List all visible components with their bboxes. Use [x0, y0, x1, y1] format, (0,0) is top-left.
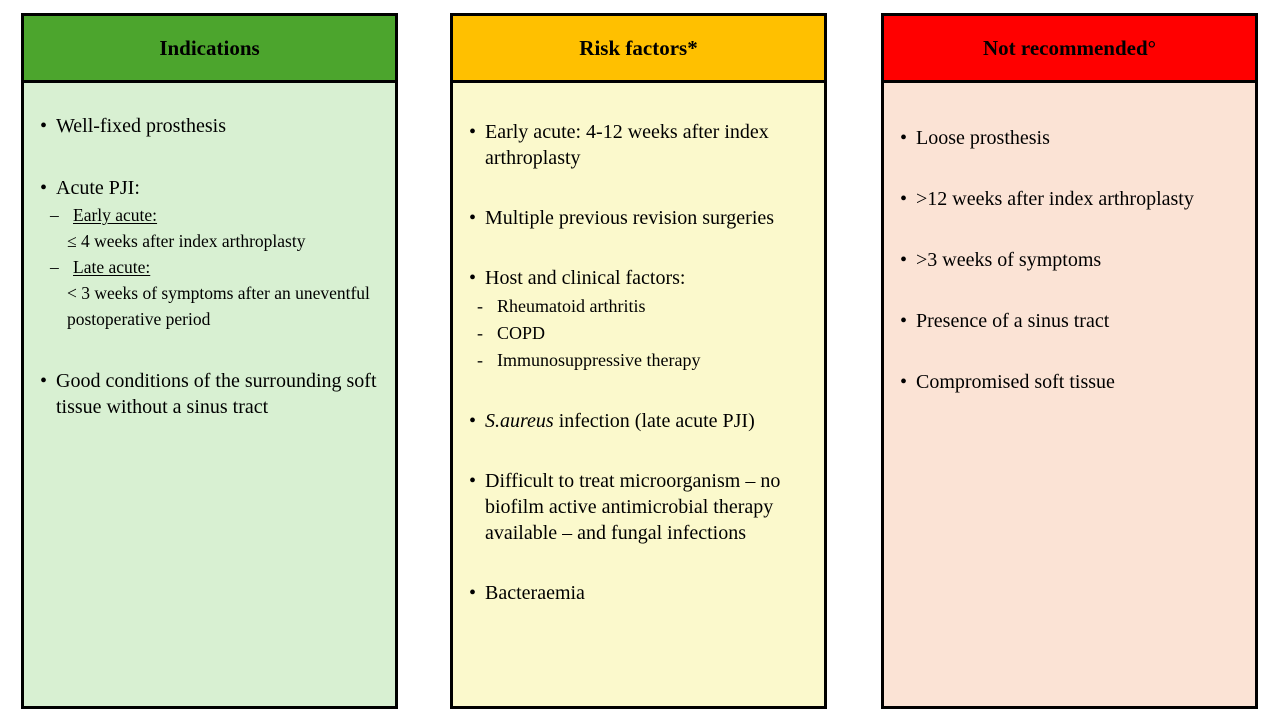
list-item: • >3 weeks of symptoms: [900, 247, 1241, 273]
bullet-icon: •: [900, 310, 908, 332]
not-recommended-card: Not recommended° • Loose prosthesis • >1…: [881, 13, 1258, 709]
bullet-icon: •: [40, 115, 48, 137]
risk-factors-card: Risk factors* • Early acute: 4-12 weeks …: [450, 13, 827, 709]
sub-item: - Rheumatoid arthritis: [474, 293, 810, 320]
list-item: • Difficult to treat microorganism – no …: [469, 468, 810, 546]
sub-item-label: Early acute:: [73, 205, 158, 225]
indications-title: Indications: [159, 35, 260, 60]
list-item: • Compromised soft tissue: [900, 369, 1241, 395]
sub-item: – Early acute:: [50, 202, 381, 228]
acute-pji-sublist: – Early acute: ≤ 4 weeks after index art…: [50, 202, 381, 332]
bullet-icon: •: [469, 121, 477, 143]
risk-factors-title: Risk factors*: [579, 35, 698, 60]
bullet-icon: •: [900, 127, 908, 149]
list-item: • Good conditions of the surrounding sof…: [40, 368, 381, 420]
list-item-text: Multiple previous revision surgeries: [485, 207, 775, 229]
indications-body: • Well-fixed prosthesis • Acute PJI: – E…: [24, 83, 395, 706]
bullet-icon: •: [40, 177, 48, 199]
indications-card: Indications • Well-fixed prosthesis • Ac…: [21, 13, 398, 709]
not-recommended-title: Not recommended°: [982, 35, 1157, 60]
organism-name-italic: S.aureus: [485, 410, 554, 432]
sub-item: – Late acute:: [50, 254, 381, 280]
not-recommended-header: Not recommended°: [884, 16, 1255, 83]
hyphen-icon: -: [477, 323, 483, 343]
list-item: • Multiple previous revision surgeries: [469, 205, 810, 231]
list-item: • Well-fixed prosthesis: [40, 113, 381, 139]
hyphen-icon: -: [477, 296, 483, 316]
sub-item-text: Immunosuppressive therapy: [497, 350, 701, 370]
risk-factors-header: Risk factors*: [453, 16, 824, 83]
hyphen-icon: -: [477, 350, 483, 370]
list-item-text: Loose prosthesis: [916, 127, 1050, 149]
list-item-text: Presence of a sinus tract: [916, 310, 1110, 332]
list-item-text: Good conditions of the surrounding soft …: [56, 370, 377, 418]
list-item-text: Difficult to treat microorganism – no bi…: [485, 470, 781, 544]
dash-icon: –: [50, 205, 59, 225]
list-item: • >12 weeks after index arthroplasty: [900, 186, 1241, 212]
sub-item-text: COPD: [497, 323, 546, 343]
list-item: • Bacteraemia: [469, 580, 810, 606]
list-item-text: Compromised soft tissue: [916, 371, 1115, 393]
bullet-icon: •: [469, 267, 477, 289]
sub-item: - COPD: [474, 320, 810, 347]
bullet-icon: •: [469, 207, 477, 229]
list-item: • Presence of a sinus tract: [900, 308, 1241, 334]
dash-icon: –: [50, 257, 59, 277]
list-item: • Host and clinical factors: - Rheumatoi…: [469, 265, 810, 374]
bullet-icon: •: [469, 410, 477, 432]
list-item-text: Early acute: 4-12 weeks after index arth…: [485, 121, 769, 169]
sub-item-detail: ≤ 4 weeks after index arthroplasty: [67, 231, 306, 251]
bullet-icon: •: [40, 370, 48, 392]
sub-item-detail: < 3 weeks of symptoms after an uneventfu…: [67, 283, 370, 329]
list-item-text: Bacteraemia: [485, 582, 585, 604]
bullet-icon: •: [469, 470, 477, 492]
sub-item-text: Rheumatoid arthritis: [497, 296, 646, 316]
sub-item: - Immunosuppressive therapy: [474, 347, 810, 374]
list-item: • S.aureus infection (late acute PJI): [469, 408, 810, 434]
list-item: • Loose prosthesis: [900, 125, 1241, 151]
list-item-text-rest: infection (late acute PJI): [553, 410, 755, 432]
bullet-icon: •: [469, 582, 477, 604]
indications-header: Indications: [24, 16, 395, 83]
sub-item-label: Late acute:: [73, 257, 151, 277]
bullet-icon: •: [900, 371, 908, 393]
list-item: • Early acute: 4-12 weeks after index ar…: [469, 119, 810, 171]
host-factors-sublist: - Rheumatoid arthritis - COPD - Immunosu…: [474, 293, 810, 374]
list-item-text: >12 weeks after index arthroplasty: [916, 188, 1194, 210]
list-item: • Acute PJI: – Early acute: ≤ 4 weeks af…: [40, 175, 381, 332]
risk-factors-body: • Early acute: 4-12 weeks after index ar…: [453, 83, 824, 706]
list-item-text: Host and clinical factors:: [485, 267, 686, 289]
list-item-text: S.aureus infection (late acute PJI): [485, 408, 755, 434]
list-item-text: >3 weeks of symptoms: [916, 249, 1102, 271]
list-item-text: Acute PJI:: [56, 177, 140, 199]
not-recommended-body: • Loose prosthesis • >12 weeks after ind…: [884, 83, 1255, 706]
list-item-text: Well-fixed prosthesis: [56, 115, 227, 137]
bullet-icon: •: [900, 188, 908, 210]
bullet-icon: •: [900, 249, 908, 271]
